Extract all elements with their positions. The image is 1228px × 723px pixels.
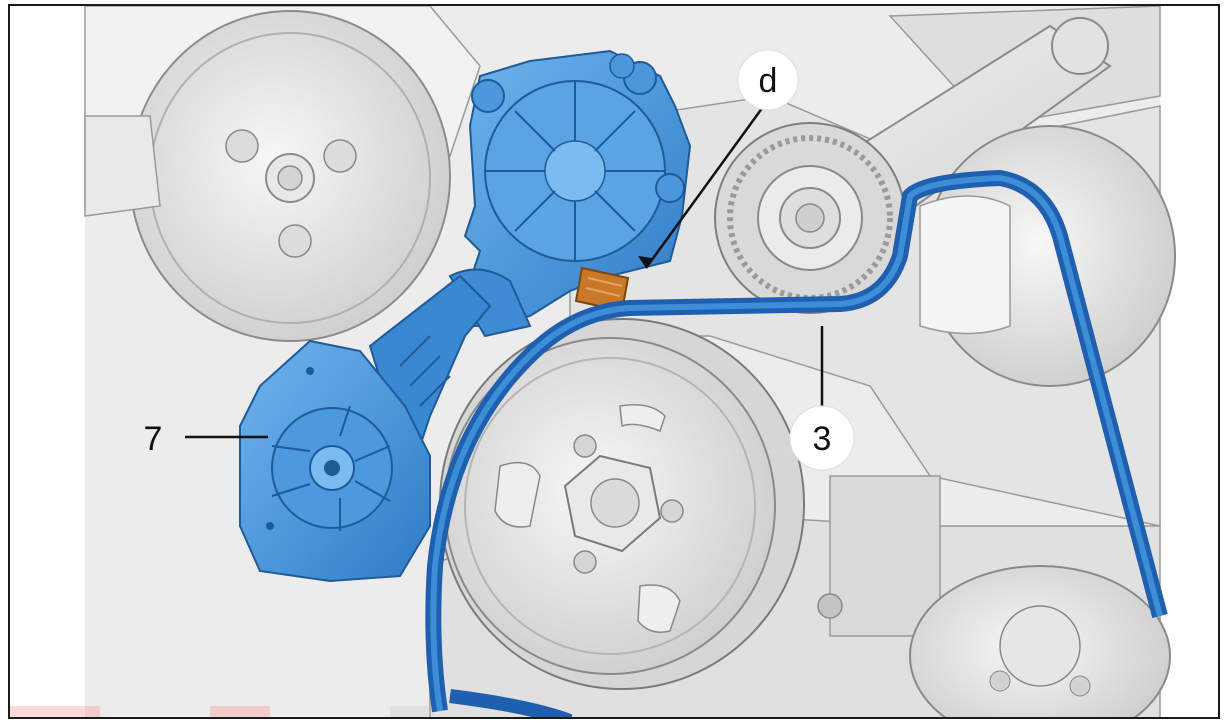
blue-actuator-housing (448, 49, 692, 338)
callout-3: 3 (789, 405, 855, 471)
lower-right-pulley (909, 565, 1171, 717)
crankshaft-pulley (439, 318, 805, 690)
callout-7: 7 (144, 420, 163, 458)
callout-3-label: 3 (813, 420, 832, 458)
idler-pulley (714, 122, 906, 314)
blue-tensioner (239, 274, 492, 583)
drive-belt (425, 170, 1168, 717)
upper-left-pulley (84, 10, 451, 342)
right-pulley (919, 125, 1176, 387)
callout-d: d (737, 49, 799, 111)
callout-7-label: 7 (144, 420, 163, 458)
diagram-frame: d 3 7 (8, 4, 1220, 719)
engine-belt-illustration: d 3 7 (10, 6, 1176, 717)
leader-lines (185, 99, 824, 439)
callout-d-label: d (759, 62, 778, 100)
watermark (10, 706, 430, 717)
